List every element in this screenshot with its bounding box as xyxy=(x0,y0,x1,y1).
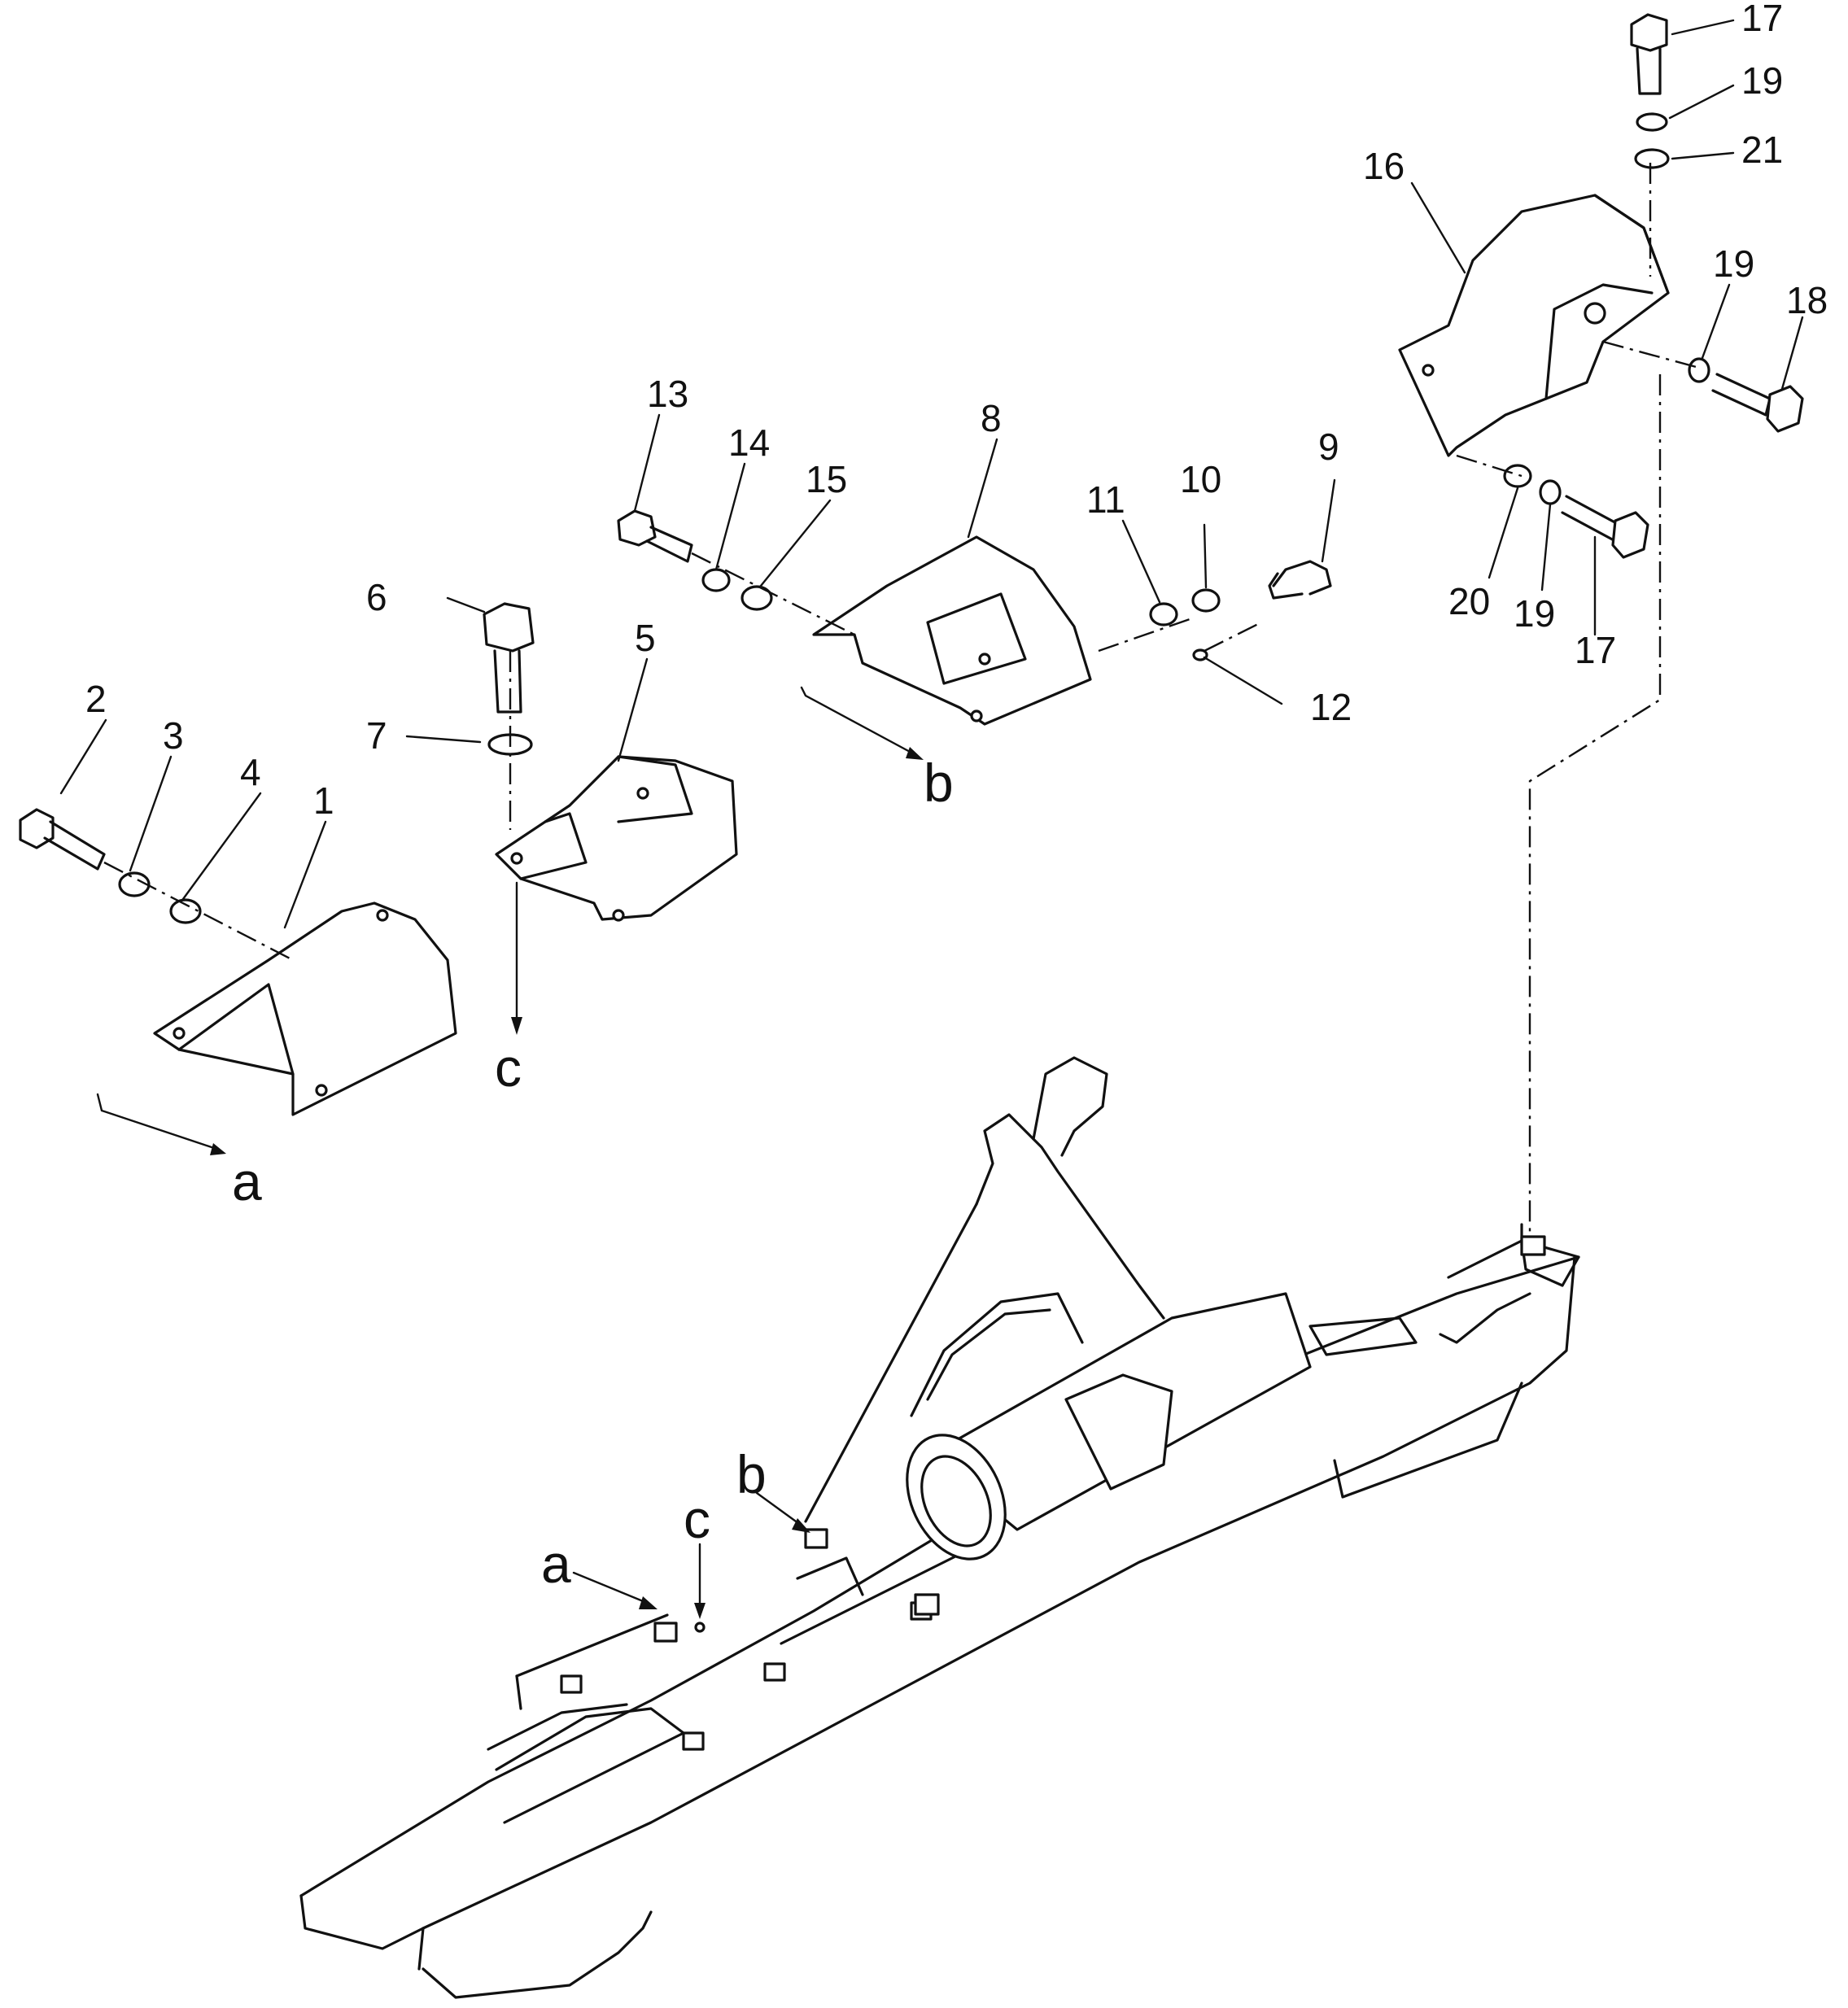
washer-10 xyxy=(1191,588,1221,613)
callout-10: 10 xyxy=(1180,458,1221,500)
callout-11: 11 xyxy=(1086,478,1125,521)
callout-16: 16 xyxy=(1363,145,1405,187)
callout-13: 13 xyxy=(647,373,688,415)
callout-6: 6 xyxy=(366,576,387,618)
ref-letter-c-bracket: c xyxy=(495,1037,522,1098)
lock-washer-14 xyxy=(701,568,731,592)
callout-18: 18 xyxy=(1786,279,1828,321)
leader-lines xyxy=(59,19,1804,929)
ref-letter-a-guard: a xyxy=(232,1151,262,1211)
callout-4: 4 xyxy=(240,751,261,793)
washer-21 xyxy=(1634,148,1670,169)
assembly-lines xyxy=(103,163,1700,1233)
reference-arrows xyxy=(96,686,924,1619)
callout-20: 20 xyxy=(1448,580,1490,622)
callout-19-lower: 19 xyxy=(1514,592,1555,635)
guard-16 xyxy=(1398,194,1670,457)
ref-letter-b-frame: b xyxy=(736,1444,767,1504)
guard-8 xyxy=(812,535,1092,726)
bolt-17-top xyxy=(1630,13,1668,95)
bolt-2 xyxy=(19,808,106,871)
callout-2: 2 xyxy=(85,678,107,720)
washer-11 xyxy=(1149,602,1178,626)
washer-20 xyxy=(1503,464,1532,488)
bolt-9 xyxy=(1268,560,1332,600)
ref-letter-c-frame: c xyxy=(684,1489,710,1549)
reference-letters: a b c a b c xyxy=(232,753,954,1594)
guard-1 xyxy=(153,901,457,1116)
callout-19-right: 19 xyxy=(1713,242,1754,285)
mount-tab-a xyxy=(653,1622,678,1643)
ref-letter-a-frame: a xyxy=(541,1534,571,1594)
washer-15 xyxy=(741,585,773,611)
lock-washer-3 xyxy=(118,871,151,897)
callout-1: 1 xyxy=(313,779,334,822)
mount-tab-b xyxy=(804,1528,828,1549)
callout-3: 3 xyxy=(163,714,184,757)
mount-point-c xyxy=(694,1622,706,1633)
lock-washer-19-top xyxy=(1636,112,1668,132)
callout-7: 7 xyxy=(366,714,387,757)
bracket-5 xyxy=(495,755,738,922)
bolt-13 xyxy=(617,509,693,563)
bolt-18 xyxy=(1711,373,1804,433)
ref-letter-b-guard: b xyxy=(924,753,954,813)
callout-5: 5 xyxy=(635,617,656,659)
lock-washer-19-right xyxy=(1688,357,1710,383)
bolt-17-lower xyxy=(1561,495,1649,559)
bolt-6 xyxy=(483,602,535,714)
callout-17-lower: 17 xyxy=(1575,629,1616,671)
track-frame xyxy=(299,1056,1580,1999)
washer-4 xyxy=(169,898,202,924)
callout-8: 8 xyxy=(981,397,1002,439)
callout-12: 12 xyxy=(1310,686,1352,728)
callout-9: 9 xyxy=(1318,426,1339,468)
callout-numbers: 2 3 4 1 6 7 5 13 14 15 8 11 10 9 12 16 1… xyxy=(85,0,1828,822)
callout-19-top: 19 xyxy=(1741,59,1783,102)
callout-21: 21 xyxy=(1741,129,1783,171)
callout-17-top: 17 xyxy=(1741,0,1783,39)
callout-14: 14 xyxy=(728,421,770,464)
callout-15: 15 xyxy=(806,458,847,500)
lock-washer-19-lower xyxy=(1539,479,1562,505)
